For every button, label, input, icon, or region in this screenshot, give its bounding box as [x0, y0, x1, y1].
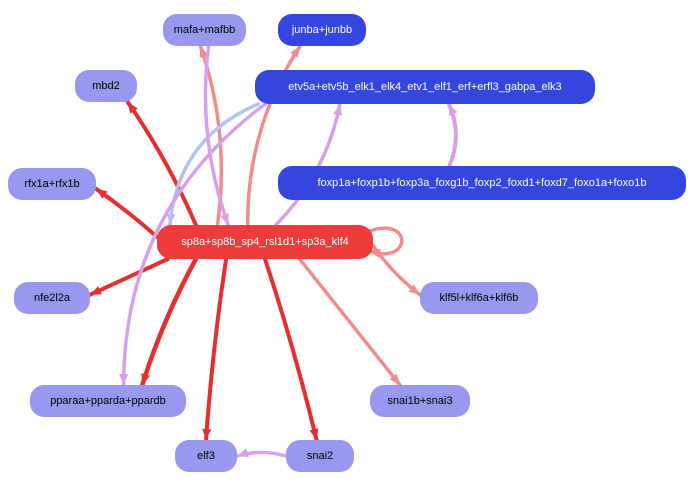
edge-sp8a-rfx: [94, 186, 159, 239]
node-sp8a[interactable]: sp8a+sp8b_sp4_rsl1d1+sp3a_klf4: [157, 225, 373, 259]
edge-line: [125, 100, 198, 227]
edge-foxp1a-etv5a: [446, 102, 458, 168]
edge-arrowhead: [333, 104, 343, 116]
edge-line: [140, 256, 199, 388]
node-rfx[interactable]: rfx1a+rfx1b: [8, 168, 96, 200]
edge-arrowhead: [166, 213, 176, 225]
edge-arrowhead: [119, 373, 129, 385]
edge-sp8a-mbd2: [125, 100, 198, 227]
edge-sp8a-elf3: [202, 257, 229, 442]
edge-snai2-elf3: [235, 448, 288, 458]
edge-line: [245, 44, 302, 227]
edge-arrowhead: [90, 286, 102, 295]
node-snai1b[interactable]: snai1b+snai3: [370, 385, 470, 417]
node-snai2[interactable]: snai2: [286, 440, 354, 472]
edge-mafa-sp8a: [203, 44, 231, 227]
edge-arrowhead: [202, 428, 212, 440]
edge-sp8a-snai2: [263, 257, 319, 442]
edge-arrowhead: [408, 284, 420, 295]
node-junba[interactable]: junba+junbb: [278, 14, 366, 46]
edge-sp8a-pparaa: [140, 256, 199, 388]
node-pparaa[interactable]: pparaa+pparda+ppardb: [30, 385, 186, 417]
edge-arrowhead: [290, 46, 300, 58]
edge-arrowhead: [237, 448, 249, 458]
edge-line: [203, 44, 231, 227]
edge-sp8a-nfe2l2a: [88, 257, 170, 297]
node-klf5l[interactable]: klf5l+klf6a+klf6b: [420, 282, 538, 314]
edge-arrowhead: [389, 373, 400, 385]
node-elf3[interactable]: elf3: [175, 440, 237, 472]
edge-sp8a-snai1b: [297, 257, 402, 387]
edge-sp8a-sp8a: [365, 226, 404, 258]
edge-arrowhead: [127, 102, 138, 114]
node-mbd2[interactable]: mbd2: [75, 70, 137, 102]
node-foxp1a[interactable]: foxp1a+foxp1b+foxp3a_foxg1b_foxp2_foxd1+…: [278, 166, 686, 200]
node-mafa[interactable]: mafa+mafbb: [163, 14, 246, 46]
edge-sp8a-junba: [245, 44, 302, 227]
node-nfe2l2a[interactable]: nfe2l2a: [14, 282, 90, 314]
edge-arrowhead: [220, 213, 229, 225]
node-etv5a[interactable]: etv5a+etv5b_elk1_elk4_etv1_elf1_erf+erfl…: [255, 70, 595, 104]
edge-line: [121, 102, 267, 387]
edge-arrowhead: [141, 373, 150, 385]
edge-arrowhead: [96, 188, 108, 199]
edge-line: [365, 226, 404, 256]
edge-etv5a-pparaa: [119, 102, 267, 387]
edge-arrowhead: [369, 248, 381, 258]
edge-arrowhead: [309, 428, 319, 440]
edge-line: [204, 257, 229, 442]
edge-arrowhead: [448, 104, 458, 116]
edge-line: [263, 257, 319, 442]
edge-line: [297, 257, 402, 387]
